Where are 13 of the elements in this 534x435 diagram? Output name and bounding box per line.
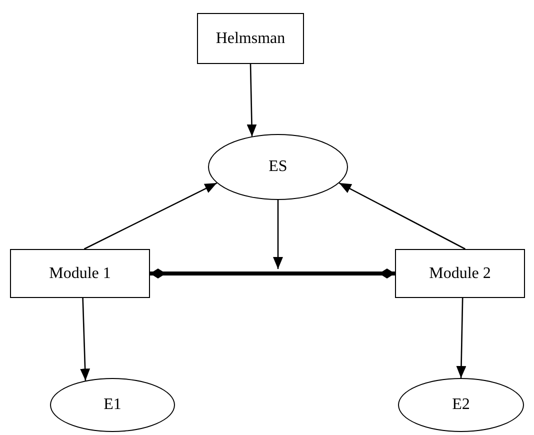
arrow: [84, 182, 218, 250]
ellipse-node: ES: [208, 134, 348, 200]
ellipse-node: E2: [398, 378, 524, 432]
arrow: [273, 200, 283, 269]
ellipse-node: E1: [50, 378, 175, 432]
process-box: Module 1: [10, 249, 150, 298]
arrow: [456, 298, 466, 378]
process-box: Helmsman: [197, 13, 304, 64]
process-box: Module 2: [395, 249, 525, 298]
arrow: [80, 298, 90, 381]
arrow: [246, 64, 257, 136]
connector-line: [150, 268, 395, 278]
arrow: [338, 182, 466, 250]
